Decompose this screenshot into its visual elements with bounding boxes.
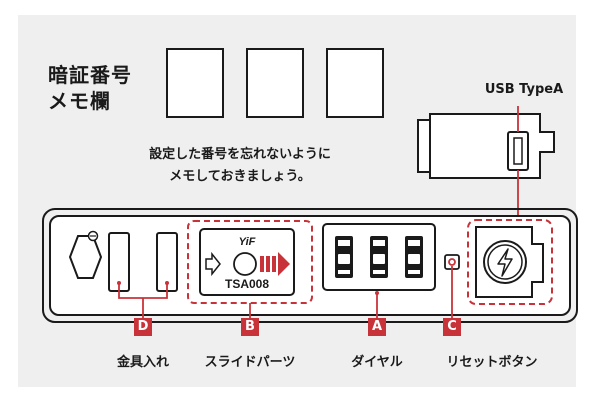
memo-box-3[interactable]	[326, 48, 384, 118]
label-slide-part: スライドパーツ	[204, 355, 296, 370]
label-metal-fitting: 金具入れ	[116, 355, 169, 370]
memo-note-line1: 設定した番号を忘れないように	[149, 147, 331, 162]
memo-box-2[interactable]	[246, 48, 304, 118]
lock-model-text: TSA008	[225, 277, 269, 291]
memo-note-line2: メモしておきましょう。	[169, 169, 311, 184]
badge-b: B	[241, 318, 259, 336]
badge-a: A	[368, 318, 386, 336]
dial-wheel-3[interactable]	[405, 236, 423, 278]
memo-title-line1: 暗証番号	[48, 63, 132, 87]
slide-arrow-outline-icon	[205, 251, 221, 277]
lock-body-outer	[42, 208, 578, 323]
badge-d: D	[134, 318, 152, 336]
dial-wheel-2[interactable]	[370, 236, 388, 278]
memo-box-1[interactable]	[166, 48, 224, 118]
lock-body-inner	[49, 215, 571, 316]
power-lightning-icon[interactable]	[483, 240, 527, 284]
dial-wheel-1[interactable]	[335, 236, 353, 278]
memo-title-line2: メモ欄	[48, 89, 111, 113]
screw-icon	[87, 230, 99, 242]
memo-note: 設定した番号を忘れないように メモしておきましょう。	[80, 144, 400, 188]
key-hole-icon	[233, 252, 257, 276]
badge-c: C	[443, 318, 461, 336]
label-reset-button: リセットボタン	[446, 355, 538, 370]
memo-title: 暗証番号 メモ欄	[48, 62, 132, 114]
hexagon-icon	[68, 235, 103, 279]
usb-port-highlight	[467, 219, 553, 305]
slide-part-highlight	[187, 220, 313, 304]
usb-plug-icon	[417, 113, 555, 179]
usb-label: USB TypeA	[484, 82, 564, 97]
label-dial: ダイヤル	[351, 355, 403, 370]
brand-logo: YiF	[239, 236, 256, 248]
slide-direction-arrow-icon	[260, 252, 290, 276]
